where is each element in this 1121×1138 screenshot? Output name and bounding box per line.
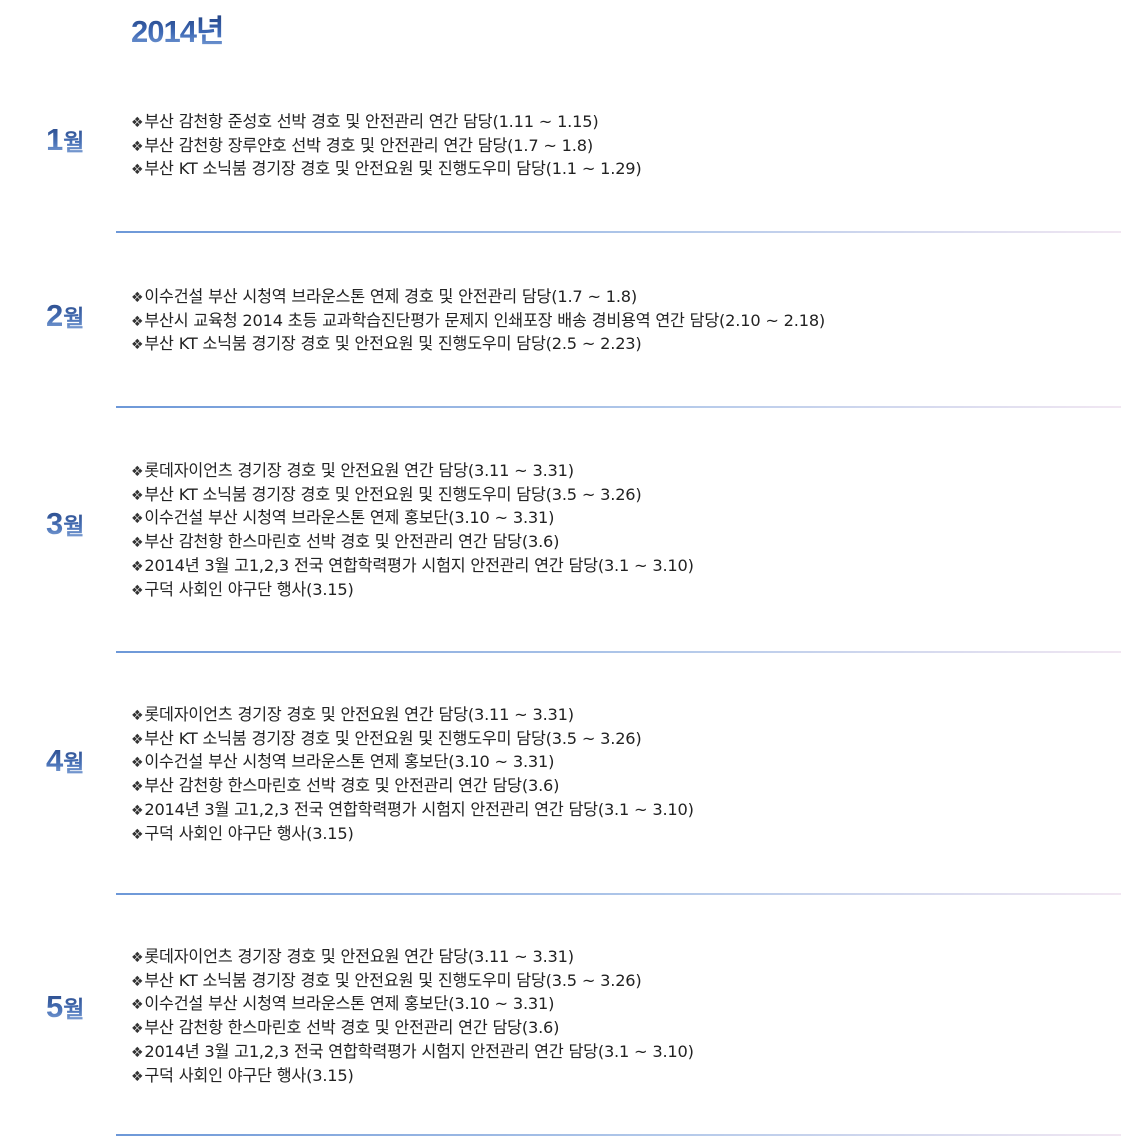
- list-item: ❖2014년 3월 고1,2,3 전국 연합학력평가 시험지 안전관리 연간 담…: [131, 555, 694, 579]
- list-item: ❖부산 KT 소닉붐 경기장 경호 및 안전요원 및 진행도우미 담당(3.5 …: [131, 728, 694, 752]
- item-text: 부산시 교육청 2014 초등 교과학습진단평가 문제지 인쇄포장 배송 경비용…: [144, 310, 826, 330]
- item-text: 부산 감천항 한스마린호 선박 경호 및 안전관리 연간 담당(3.6): [144, 532, 560, 552]
- month-items: ❖이수건설 부산 시청역 브라운스톤 연제 경호 및 안전관리 담당(1.7 ~…: [131, 286, 825, 357]
- list-item: ❖부산 감천항 한스마린호 선박 경호 및 안전관리 연간 담당(3.6): [131, 531, 694, 555]
- diamond-bullet-icon: ❖: [131, 582, 144, 599]
- section-divider: [116, 406, 1121, 408]
- diamond-bullet-icon: ❖: [131, 779, 144, 796]
- item-text: 구덕 사회인 야구단 행사(3.15): [144, 823, 354, 843]
- list-item: ❖부산 KT 소닉붐 경기장 경호 및 안전요원 및 진행도우미 담당(3.5 …: [131, 484, 694, 508]
- item-text: 부산 KT 소닉붐 경기장 경호 및 안전요원 및 진행도우미 담당(3.5 ~…: [144, 970, 642, 990]
- item-text: 롯데자이언츠 경기장 경호 및 안전요원 연간 담당(3.11 ~ 3.31): [144, 705, 574, 724]
- item-text: 부산 KT 소닉붐 경기장 경호 및 안전요원 및 진행도우미 담당(3.5 ~…: [144, 484, 642, 504]
- item-text: 구덕 사회인 야구단 행사(3.15): [144, 1065, 354, 1085]
- diamond-bullet-icon: ❖: [131, 535, 144, 552]
- item-text: 부산 감천항 한스마린호 선박 경호 및 안전관리 연간 담당(3.6): [144, 776, 560, 796]
- diamond-bullet-icon: ❖: [131, 755, 144, 772]
- list-item: ❖부산 KT 소닉붐 경기장 경호 및 안전요원 및 진행도우미 담당(2.5 …: [131, 333, 825, 357]
- month-number: 5: [46, 989, 64, 1024]
- month-items: ❖롯데자이언츠 경기장 경호 및 안전요원 연간 담당(3.11 ~ 3.31)…: [131, 946, 694, 1088]
- list-item: ❖롯데자이언츠 경기장 경호 및 안전요원 연간 담당(3.11 ~ 3.31): [131, 460, 694, 484]
- item-text: 부산 KT 소닉붐 경기장 경호 및 안전요원 및 진행도우미 담당(2.5 ~…: [144, 334, 642, 354]
- diamond-bullet-icon: ❖: [131, 162, 144, 179]
- month-number: 3: [46, 506, 64, 541]
- list-item: ❖부산 KT 소닉붐 경기장 경호 및 안전요원 및 진행도우미 담당(3.5 …: [131, 970, 694, 994]
- month-number: 2: [46, 298, 64, 333]
- list-item: ❖2014년 3월 고1,2,3 전국 연합학력평가 시험지 안전관리 연간 담…: [131, 799, 694, 823]
- month-label: 1월: [46, 120, 84, 162]
- diamond-bullet-icon: ❖: [131, 950, 144, 966]
- month-number: 1: [46, 122, 64, 157]
- month-unit: 월: [63, 513, 85, 539]
- diamond-bullet-icon: ❖: [131, 973, 144, 990]
- list-item: ❖부산 감천항 한스마린호 선박 경호 및 안전관리 연간 담당(3.6): [131, 1017, 694, 1041]
- month-label: 5월: [46, 987, 84, 1029]
- list-item: ❖구덕 사회인 야구단 행사(3.15): [131, 823, 694, 847]
- item-text: 이수건설 부산 시청역 브라운스톤 연제 경호 및 안전관리 담당(1.7 ~ …: [144, 287, 638, 306]
- month-label: 4월: [46, 741, 84, 783]
- item-text: 부산 감천항 한스마린호 선박 경호 및 안전관리 연간 담당(3.6): [144, 1018, 560, 1038]
- diamond-bullet-icon: ❖: [131, 511, 144, 528]
- list-item: ❖부산 감천항 준성호 선박 경호 및 안전관리 연간 담당(1.11 ~ 1.…: [131, 111, 642, 135]
- list-item: ❖롯데자이언츠 경기장 경호 및 안전요원 연간 담당(3.11 ~ 3.31): [131, 704, 694, 728]
- diamond-bullet-icon: ❖: [131, 115, 144, 131]
- item-text: 부산 감천항 장루얀호 선박 경호 및 안전관리 연간 담당(1.7 ~ 1.8…: [144, 135, 593, 155]
- diamond-bullet-icon: ❖: [131, 802, 144, 819]
- item-text: 이수건설 부산 시청역 브라운스톤 연제 홍보단(3.10 ~ 3.31): [144, 752, 555, 772]
- section-divider: [116, 651, 1121, 653]
- diamond-bullet-icon: ❖: [131, 464, 144, 480]
- month-label: 3월: [46, 504, 84, 546]
- list-item: ❖부산 감천항 한스마린호 선박 경호 및 안전관리 연간 담당(3.6): [131, 775, 694, 799]
- month-unit: 월: [63, 305, 85, 331]
- item-text: 부산 KT 소닉붐 경기장 경호 및 안전요원 및 진행도우미 담당(3.5 ~…: [144, 728, 642, 748]
- list-item: ❖이수건설 부산 시청역 브라운스톤 연제 경호 및 안전관리 담당(1.7 ~…: [131, 286, 825, 310]
- item-text: 2014년 3월 고1,2,3 전국 연합학력평가 시험지 안전관리 연간 담당…: [144, 799, 694, 819]
- diamond-bullet-icon: ❖: [131, 826, 144, 843]
- item-text: 2014년 3월 고1,2,3 전국 연합학력평가 시험지 안전관리 연간 담당…: [144, 555, 694, 575]
- list-item: ❖구덕 사회인 야구단 행사(3.15): [131, 1065, 694, 1089]
- month-items: ❖롯데자이언츠 경기장 경호 및 안전요원 연간 담당(3.11 ~ 3.31)…: [131, 460, 694, 602]
- diamond-bullet-icon: ❖: [131, 1068, 144, 1085]
- list-item: ❖부산시 교육청 2014 초등 교과학습진단평가 문제지 인쇄포장 배송 경비…: [131, 310, 825, 334]
- diamond-bullet-icon: ❖: [131, 337, 144, 354]
- list-item: ❖부산 감천항 장루얀호 선박 경호 및 안전관리 연간 담당(1.7 ~ 1.…: [131, 135, 642, 159]
- item-text: 롯데자이언츠 경기장 경호 및 안전요원 연간 담당(3.11 ~ 3.31): [144, 947, 574, 966]
- item-text: 구덕 사회인 야구단 행사(3.15): [144, 579, 354, 599]
- list-item: ❖부산 KT 소닉붐 경기장 경호 및 안전요원 및 진행도우미 담당(1.1 …: [131, 158, 642, 182]
- diamond-bullet-icon: ❖: [131, 313, 144, 330]
- list-item: ❖이수건설 부산 시청역 브라운스톤 연제 홍보단(3.10 ~ 3.31): [131, 507, 694, 531]
- diamond-bullet-icon: ❖: [131, 290, 144, 306]
- month-items: ❖부산 감천항 준성호 선박 경호 및 안전관리 연간 담당(1.11 ~ 1.…: [131, 111, 642, 182]
- month-unit: 월: [63, 996, 85, 1022]
- month-label: 2월: [46, 296, 84, 338]
- list-item: ❖롯데자이언츠 경기장 경호 및 안전요원 연간 담당(3.11 ~ 3.31): [131, 946, 694, 970]
- list-item: ❖구덕 사회인 야구단 행사(3.15): [131, 579, 694, 603]
- item-text: 이수건설 부산 시청역 브라운스톤 연제 홍보단(3.10 ~ 3.31): [144, 508, 555, 528]
- diamond-bullet-icon: ❖: [131, 1044, 144, 1061]
- section-divider: [116, 893, 1121, 895]
- item-text: 2014년 3월 고1,2,3 전국 연합학력평가 시험지 안전관리 연간 담당…: [144, 1041, 694, 1061]
- item-text: 이수건설 부산 시청역 브라운스톤 연제 홍보단(3.10 ~ 3.31): [144, 994, 555, 1014]
- item-text: 부산 KT 소닉붐 경기장 경호 및 안전요원 및 진행도우미 담당(1.1 ~…: [144, 159, 642, 179]
- section-divider: [116, 1134, 1121, 1136]
- diamond-bullet-icon: ❖: [131, 997, 144, 1014]
- month-unit: 월: [63, 129, 85, 155]
- diamond-bullet-icon: ❖: [131, 731, 144, 748]
- diamond-bullet-icon: ❖: [131, 1021, 144, 1038]
- year-title: 2014년: [131, 10, 224, 54]
- month-number: 4: [46, 743, 64, 778]
- diamond-bullet-icon: ❖: [131, 708, 144, 724]
- item-text: 롯데자이언츠 경기장 경호 및 안전요원 연간 담당(3.11 ~ 3.31): [144, 461, 574, 480]
- list-item: ❖이수건설 부산 시청역 브라운스톤 연제 홍보단(3.10 ~ 3.31): [131, 751, 694, 775]
- diamond-bullet-icon: ❖: [131, 558, 144, 575]
- list-item: ❖이수건설 부산 시청역 브라운스톤 연제 홍보단(3.10 ~ 3.31): [131, 993, 694, 1017]
- diamond-bullet-icon: ❖: [131, 487, 144, 504]
- month-items: ❖롯데자이언츠 경기장 경호 및 안전요원 연간 담당(3.11 ~ 3.31)…: [131, 704, 694, 846]
- list-item: ❖2014년 3월 고1,2,3 전국 연합학력평가 시험지 안전관리 연간 담…: [131, 1041, 694, 1065]
- diamond-bullet-icon: ❖: [131, 138, 144, 155]
- section-divider: [116, 231, 1121, 233]
- month-unit: 월: [63, 750, 85, 776]
- item-text: 부산 감천항 준성호 선박 경호 및 안전관리 연간 담당(1.11 ~ 1.1…: [144, 112, 599, 131]
